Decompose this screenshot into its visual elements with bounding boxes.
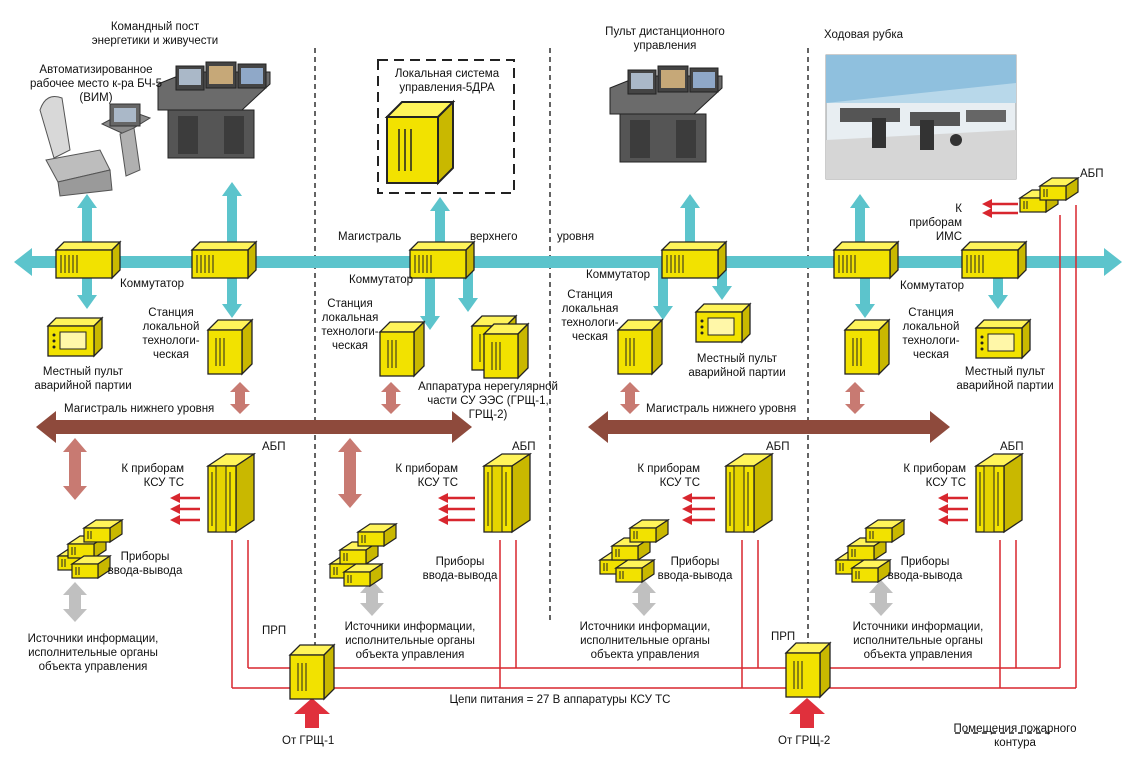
sources-label-4: Источники информации, исполнительные орг… (852, 621, 984, 661)
ksu-arrows (170, 199, 1018, 525)
workstation-chair (39, 96, 152, 197)
local-control-label: Локальная система управления-5ДРА (394, 68, 500, 94)
abp-label-3: АБП (766, 441, 790, 453)
switch-label-3: Коммутатор (586, 269, 650, 281)
to-ims-label: К приборам ИМС (909, 203, 962, 243)
prp-label-1: ПРП (262, 625, 287, 637)
emergency-panel-1 (47, 317, 103, 357)
abp-label-2: АБП (512, 441, 536, 453)
station-label-1: Станция локальной технологи- ческая (142, 307, 200, 361)
io-devices-2 (329, 523, 397, 587)
upper-backbone-label-3: уровня (557, 231, 595, 243)
command-post-console (157, 61, 271, 159)
io-label-1: Приборы ввода-вывода (107, 551, 183, 577)
abp-3 (725, 453, 773, 533)
irregular-equipment-device-2 (483, 323, 529, 379)
switch-1 (55, 241, 121, 279)
ksu-label-4: К приборам КСУ ТС (903, 463, 966, 489)
irregular-equipment-label: Аппаратура нерегулярной части СУ ЭЭС (ГР… (418, 381, 558, 421)
local-control-device (386, 101, 454, 184)
io-source-links (63, 580, 893, 622)
fire-contour-legend: Помещения пожарного контура (953, 723, 1077, 749)
io-label-3: Приборы ввода-вывода (657, 556, 733, 582)
ksu-label-3: К приборам КСУ ТС (637, 463, 700, 489)
station-label-3: Станция локальная технологи- ческая (561, 289, 619, 343)
io-label-2: Приборы ввода-вывода (422, 556, 498, 582)
upper-links (77, 182, 1008, 330)
sources-label-2: Источники информации, исполнительные орг… (344, 621, 476, 661)
lower-backbone-label-2: Магистраль нижнего уровня (646, 403, 797, 415)
power-circuits-label: Цепи питания = 27 В аппаратуры КСУ ТС (449, 694, 671, 706)
wheelhouse-image (825, 54, 1017, 180)
command-post-label: Командный пост энергетики и живучести (91, 21, 219, 47)
upper-backbone-label-2: верхнего (470, 231, 518, 243)
emergency-panel-3 (975, 319, 1031, 359)
upper-backbone-bus (14, 248, 1122, 276)
remote-panel-label: Пульт дистанционного управления (605, 26, 725, 52)
remote-panel-console (609, 65, 723, 163)
workstation-label: Автоматизированное рабочее место к-ра БЧ… (29, 64, 163, 104)
abp-label-4: АБП (1000, 441, 1024, 453)
emergency-panel-label-1: Местный пульт аварийной партии (34, 366, 132, 392)
wheelhouse-label: Ходовая рубка (824, 29, 904, 41)
switch-4 (661, 241, 727, 279)
station-links (63, 382, 865, 508)
abp-label-1: АБП (262, 441, 286, 453)
io-label-4: Приборы ввода-вывода (887, 556, 963, 582)
emergency-panel-2 (695, 303, 751, 343)
switch-6 (961, 241, 1027, 279)
abp-4 (975, 453, 1023, 533)
fire-contour-separators (314, 48, 1052, 734)
switch-label-4: Коммутатор (900, 280, 964, 292)
abp-1 (207, 453, 255, 533)
ksu-label-2: К приборам КСУ ТС (395, 463, 458, 489)
from-grsh2-label: От ГРЩ-2 (778, 735, 831, 747)
from-grsh1-label: От ГРЩ-1 (282, 735, 335, 747)
station-label-2: Станция локальная технологи- ческая (321, 298, 379, 352)
abp-top-2 (1039, 177, 1079, 201)
switch-label-2: Коммутатор (349, 274, 413, 286)
sources-label-1: Источники информации, исполнительные орг… (27, 633, 159, 673)
grsh-inputs (294, 698, 825, 728)
station-4 (844, 319, 890, 375)
switch-5 (833, 241, 899, 279)
switch-3 (409, 241, 475, 279)
station-label-4: Станция локальной технологи- ческая (902, 307, 960, 361)
prp-label-2: ПРП (771, 631, 796, 643)
prp-2 (785, 642, 831, 698)
switch-label-1: Коммутатор (120, 278, 184, 290)
prp-1 (289, 644, 335, 700)
upper-backbone-label-1: Магистраль (338, 231, 402, 243)
emergency-panel-label-2: Местный пульт аварийной партии (688, 353, 786, 379)
lower-backbone-label-1: Магистраль нижнего уровня (64, 403, 215, 415)
emergency-panel-label-3: Местный пульт аварийной партии (956, 366, 1054, 392)
switch-2 (191, 241, 257, 279)
station-1 (207, 319, 253, 375)
abp-top-label: АБП (1080, 168, 1104, 180)
local-control-frame (377, 59, 515, 194)
lower-backbone-bus-2 (588, 411, 950, 443)
power-circuits (231, 205, 1077, 689)
ksu-label-1: К приборам КСУ ТС (121, 463, 184, 489)
abp-2 (483, 453, 531, 533)
sources-label-3: Источники информации, исполнительные орг… (579, 621, 711, 661)
lower-backbone-bus-1 (36, 411, 472, 443)
